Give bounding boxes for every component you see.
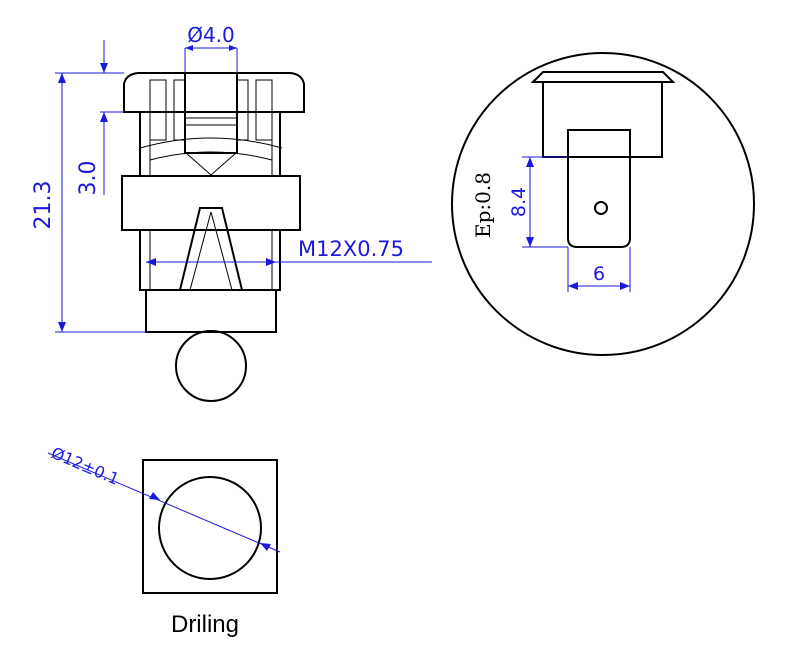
thread-label: M12X0.75 — [298, 237, 404, 261]
spade-terminal — [567, 156, 631, 248]
drill-hole — [158, 476, 262, 580]
terminal-base — [542, 81, 663, 158]
drilling-caption: Driling — [171, 611, 239, 638]
thickness-note: Ep:0.8 — [471, 172, 495, 238]
connector-body — [139, 111, 281, 177]
knurled-cap — [123, 72, 305, 113]
side-dimensions: Ø4.0 21.3 3.0 M12X0.75 — [31, 23, 432, 333]
contact-wedge — [178, 207, 244, 291]
lower-shank — [145, 289, 277, 333]
head-height-label: 3.0 — [76, 161, 101, 196]
drilling-view: Ø12±0.1 Driling — [47, 443, 281, 638]
terminal-height-label: 8.4 — [508, 187, 530, 217]
side-view — [121, 72, 305, 402]
total-height-label: 21.3 — [31, 181, 56, 230]
drilling-plate — [142, 459, 278, 594]
terminal-hole — [594, 201, 608, 215]
detail-circle — [451, 52, 755, 356]
threaded-section — [139, 229, 281, 291]
bore-diameter-label: Ø4.0 — [187, 23, 235, 47]
detail-view: Ep:0.8 8.4 6 — [451, 52, 755, 356]
terminal-width-label: 6 — [593, 263, 605, 285]
drill-diameter-label: Ø12±0.1 — [48, 443, 122, 489]
hex-nut — [121, 175, 301, 231]
ball-terminal — [175, 330, 247, 402]
terminal-stem — [567, 129, 631, 158]
